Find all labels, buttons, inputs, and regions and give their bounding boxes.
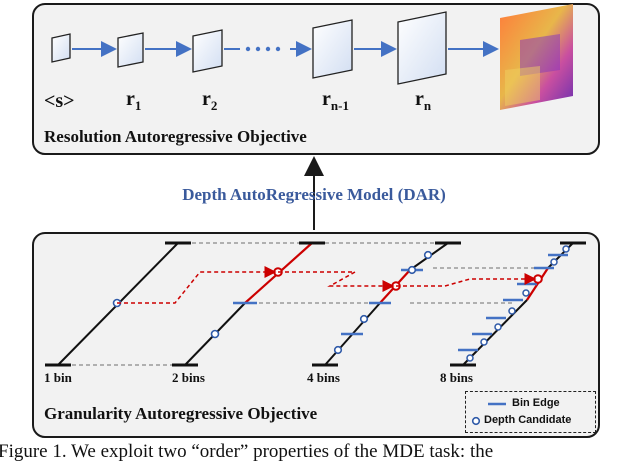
frame-r2 [192, 29, 223, 73]
bin-8-ladder [450, 241, 586, 367]
legend-swatches [471, 402, 506, 426]
bin-label-1: 1 bin [44, 370, 72, 385]
legend: Bin Edge Depth Candidate [465, 391, 596, 433]
guide-lines [58, 242, 540, 366]
legend-depth-candidate: Depth Candidate [484, 414, 572, 426]
depth-candidate-swatch [471, 416, 481, 426]
model-label: Depth AutoRegressive Model (DAR) [182, 185, 446, 204]
legend-bin-edge: Bin Edge [512, 397, 560, 409]
token-r2: r2 [202, 88, 218, 113]
frame-s [51, 33, 71, 63]
depth-map-image [500, 4, 573, 110]
figure-caption: Figure 1. We exploit two “order” propert… [0, 441, 494, 462]
frame-rn1 [312, 19, 353, 79]
red-flow-path [117, 266, 537, 304]
ellipsis-dots [245, 46, 281, 52]
frame-rn [397, 11, 447, 85]
bin-label-8: 8 bins [440, 370, 473, 385]
token-rn: rn [415, 88, 432, 113]
frame-r1 [117, 32, 144, 68]
bin-label-2: 2 bins [172, 370, 205, 385]
token-rn-1: rn-1 [322, 88, 349, 113]
bin-1-ladder [45, 241, 191, 367]
bin-label-4: 4 bins [307, 370, 340, 385]
resolution-title: Resolution Autoregressive Objective [44, 127, 307, 146]
bin-4-ladder [312, 241, 461, 367]
granularity-title: Granularity Autoregressive Objective [44, 404, 318, 423]
token-s: <s> [44, 90, 75, 112]
token-r1: r1 [126, 88, 142, 113]
bin-2-ladder [172, 241, 325, 367]
